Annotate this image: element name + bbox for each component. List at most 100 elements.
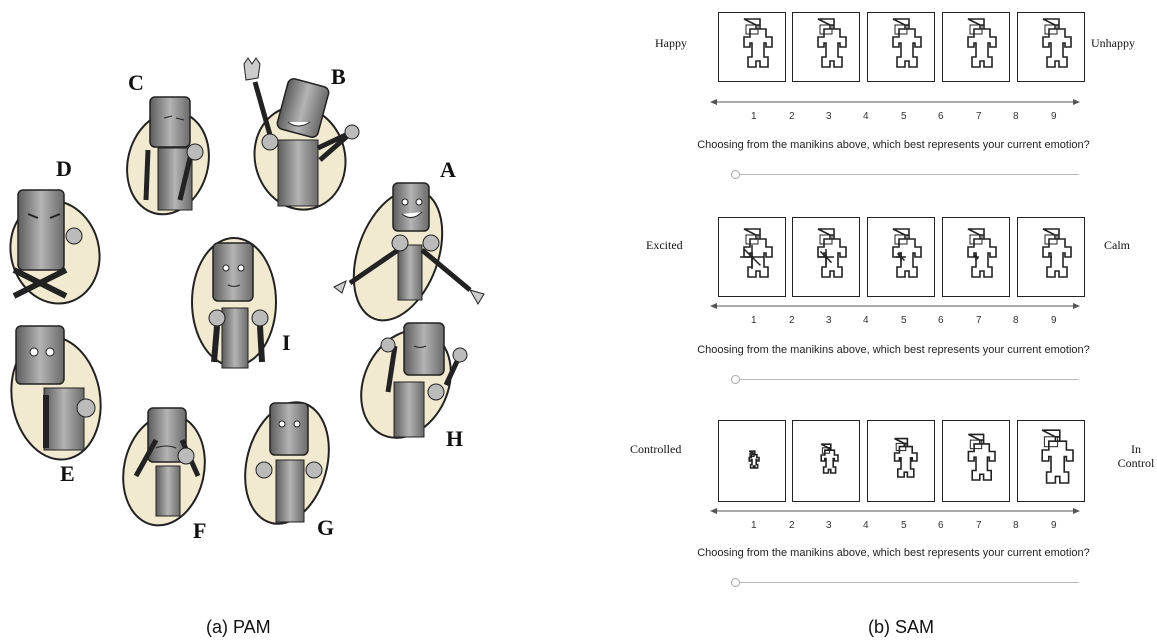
manikin-frame-7 [942,12,1010,82]
slider-handle[interactable] [731,375,740,384]
manikin-figure [1041,429,1074,484]
manikin-figure [740,228,773,278]
slider-track[interactable] [737,379,1079,380]
pam-robot-B[interactable] [243,57,360,220]
sam-caption: (b) SAM [868,617,935,637]
pam-robot-A[interactable] [333,177,485,332]
manikin-frame-7 [942,420,1010,502]
response-slider[interactable] [731,578,1079,588]
scale-axis [710,303,1080,309]
scale-left-label: Controlled [630,442,682,456]
scale-tick-4: 4 [863,520,869,531]
slider-track[interactable] [737,582,1079,583]
pam-robot-F[interactable] [113,407,215,533]
scale-tick-7: 7 [976,315,982,326]
pam-label-A: A [440,157,456,182]
pam-robot-H[interactable] [344,315,468,452]
manikin-frame-1 [718,420,786,502]
slider-track[interactable] [737,174,1079,175]
scale-axis [710,508,1080,514]
pam-label-H: H [446,426,464,451]
response-slider[interactable] [731,375,1079,385]
pam-caption: (a) PAM [206,617,271,637]
manikin-frame-3 [792,12,860,82]
response-slider[interactable] [731,170,1079,180]
scale-tick-8: 8 [1013,111,1019,122]
scale-left-label: Excited [646,238,683,252]
sam-row-arousal: Excited Calm 1 2 3 4 5 6 7 8 9 Choosing from the… [630,205,1157,410]
sam-row-dominance: Controlled In Control 1 2 3 4 5 6 7 8 9 Choosing… [630,410,1157,615]
pam-label-G: G [317,515,335,540]
pam-label-E: E [60,461,75,486]
scale-tick-5: 5 [901,520,907,531]
manikin-figure [743,18,773,68]
manikin-frame-9 [1017,217,1085,297]
manikin-frame-1 [718,217,786,297]
manikin-figure [1042,18,1072,68]
scale-tick-1: 1 [751,315,757,326]
scale-tick-2: 2 [789,111,795,122]
scale-tick-4: 4 [863,111,869,122]
pam-robots-illustration [0,57,485,533]
manikin-figure [892,228,922,278]
scale-tick-9: 9 [1051,520,1057,531]
question-text: Choosing from the manikins above, which … [697,547,1090,559]
pam-label-C: C [128,70,144,95]
manikin-figure [820,443,839,474]
scale-axis [710,99,1080,105]
scale-left-label: Happy [655,36,687,50]
manikin-figure [1042,228,1072,278]
manikin-frame-9 [1017,420,1085,502]
scale-tick-7: 7 [976,111,982,122]
pam-robot-I[interactable] [191,237,277,369]
scale-tick-3: 3 [826,315,832,326]
scale-tick-6: 6 [938,520,944,531]
manikin-frame-3 [792,217,860,297]
scale-tick-8: 8 [1013,315,1019,326]
scale-tick-5: 5 [901,315,907,326]
pam-figure: A B C D E F G H I (a) PAM [0,0,520,641]
scale-tick-6: 6 [938,315,944,326]
manikin-figure [967,433,996,481]
manikin-frame-5 [867,217,935,297]
scale-tick-8: 8 [1013,520,1019,531]
manikin-frame-3 [792,420,860,502]
scale-right-label: Calm [1104,238,1130,252]
pam-label-I: I [282,330,291,355]
pam-robot-C[interactable] [116,96,220,224]
scale-tick-1: 1 [751,111,757,122]
scale-tick-2: 2 [789,315,795,326]
manikin-figure [892,18,922,68]
manikin-figure [817,18,847,68]
manikin-figure [748,450,760,469]
scale-tick-9: 9 [1051,315,1057,326]
manikin-figure [967,228,997,278]
pam-robot-E[interactable] [2,325,110,467]
scale-tick-2: 2 [789,520,795,531]
slider-handle[interactable] [731,578,740,587]
manikin-frame-5 [867,420,935,502]
manikin-frame-7 [942,217,1010,297]
pam-label-F: F [193,518,207,543]
slider-handle[interactable] [731,170,740,179]
question-text: Choosing from the manikins above, which … [697,344,1090,356]
manikin-frame-9 [1017,12,1085,82]
scale-tick-9: 9 [1051,111,1057,122]
scale-tick-1: 1 [751,520,757,531]
scale-tick-4: 4 [863,315,869,326]
manikin-frame-5 [867,12,935,82]
manikin-figure [893,437,918,478]
scale-tick-3: 3 [826,111,832,122]
pam-label-D: D [56,156,72,181]
scale-tick-3: 3 [826,520,832,531]
pam-robot-G[interactable] [232,393,341,533]
sam-figure: Happy Unhappy 1 2 3 4 5 6 7 8 9 Choosing from th… [630,0,1157,641]
scale-tick-7: 7 [976,520,982,531]
pam-robot-D[interactable] [0,189,111,314]
manikin-figure [817,228,847,278]
scale-tick-5: 5 [901,111,907,122]
scale-tick-6: 6 [938,111,944,122]
scale-right-label: In Control [1117,442,1155,470]
scale-right-label: Unhappy [1091,36,1135,50]
